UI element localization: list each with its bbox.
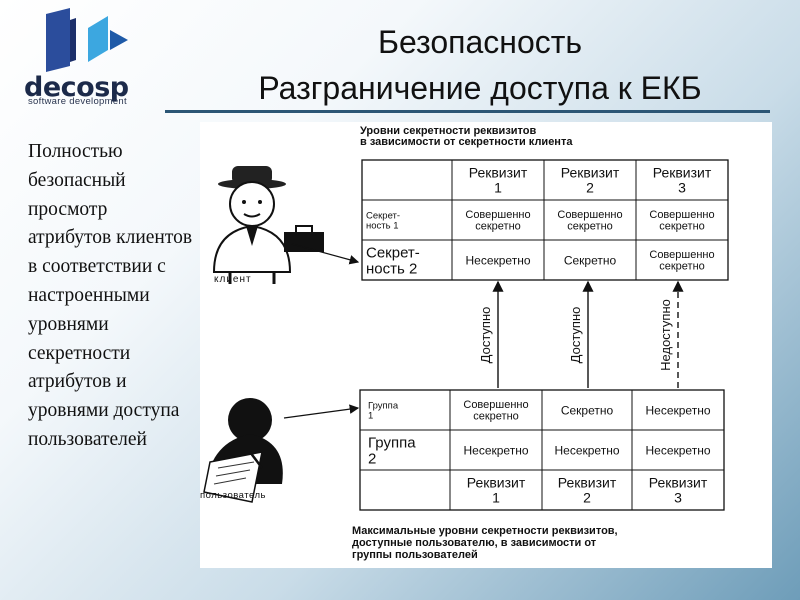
user-figure-icon (203, 398, 283, 503)
bottom-table-footer: 3 (674, 489, 682, 505)
top-table-cell: секретно (567, 221, 613, 233)
bottom-table-cell: Несекретно (554, 443, 619, 457)
page-subtitle: Разграничение доступа к ЕКБ (258, 70, 702, 106)
top-table-cell: Совершенно (649, 249, 714, 261)
bottom-table-cell: Несекретно (645, 403, 710, 417)
top-table-cell: секретно (475, 221, 521, 233)
top-table-header: 3 (678, 179, 686, 195)
top-caption-line: Уровни секретности реквизитов (360, 125, 537, 137)
description-text: Полностью безопасный просмотр атрибутов … (28, 141, 193, 450)
top-table-cell: Секретно (564, 253, 617, 267)
user-pointer-arrow (283, 404, 360, 419)
diagram-canvas: клиент пользователь Уровни секретности р… (200, 125, 729, 561)
top-table-row-label: Секрет- (366, 245, 420, 262)
logo-mark-icon (46, 8, 128, 72)
access-arrow-label: Доступно (568, 307, 583, 364)
top-table-cell: Несекретно (465, 253, 530, 267)
bottom-table-cell: секретно (473, 411, 519, 423)
watermark: MyShared (612, 536, 722, 563)
bottom-table-row-label: 2 (368, 450, 376, 467)
user-label: пользователь (200, 490, 266, 501)
top-table-cell: Совершенно (557, 209, 622, 221)
top-table-header: Реквизит (469, 165, 528, 181)
bottom-table-cell: Несекретно (645, 443, 710, 457)
top-table-row-label: ность 1 (366, 220, 399, 231)
decosp-logo (24, 6, 154, 110)
client-figure-icon (212, 166, 324, 284)
bottom-table-footer: Реквизит (467, 475, 526, 491)
title-divider (165, 110, 770, 113)
top-table-cell: Совершенно (465, 209, 530, 221)
bottom-table-row-label: 1 (368, 410, 373, 421)
bottom-table-cell: Несекретно (463, 443, 528, 457)
bottom-table-footer: 2 (583, 489, 591, 505)
page-title: Безопасность (377, 24, 583, 60)
top-table-border (361, 159, 729, 281)
top-table-cell: секретно (659, 221, 705, 233)
top-table-header: 2 (586, 179, 594, 195)
top-table-cell: секретно (659, 261, 705, 273)
access-diagram: клиент пользователь Уровни секретности р… (200, 122, 772, 568)
bottom-table-footer: Реквизит (558, 475, 617, 491)
bottom-table-cell: Совершенно (463, 399, 528, 411)
client-label: клиент (214, 274, 252, 285)
bottom-caption-line: доступные пользователю, в зависимости от (352, 537, 597, 549)
top-table-row-label: ность 2 (366, 260, 417, 277)
top-table-header: Реквизит (561, 165, 620, 181)
access-arrow-label: Доступно (478, 307, 493, 364)
access-arrow-label: Недоступно (658, 299, 673, 371)
bottom-table-row-label: Группа (368, 400, 399, 411)
top-table-cell: Совершенно (649, 209, 714, 221)
client-pointer-arrow (291, 243, 360, 265)
top-table-row-label: Секрет- (366, 210, 400, 221)
top-caption-line: в зависимости от секретности клиента (360, 136, 573, 148)
bottom-caption-line: Максимальные уровни секретности реквизит… (352, 525, 618, 537)
bottom-caption-line: группы пользователей (352, 549, 478, 561)
bottom-table-footer: Реквизит (649, 475, 708, 491)
bottom-table-cell: Секретно (561, 403, 614, 417)
logo-subtitle: software development (28, 96, 127, 107)
top-table-header: 1 (494, 179, 502, 195)
bottom-table-row-label: Группа (368, 435, 416, 452)
top-table-header: Реквизит (653, 165, 712, 181)
logo-word: decosp (24, 72, 129, 103)
bottom-table-footer: 1 (492, 489, 500, 505)
